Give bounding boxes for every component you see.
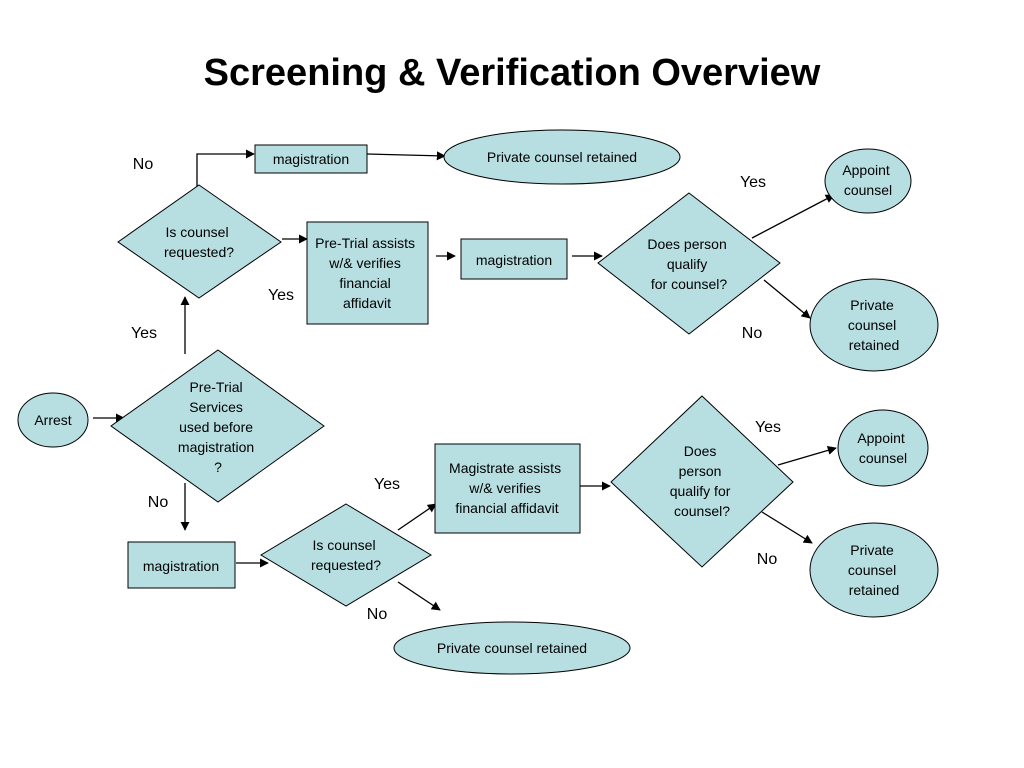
mid-magistration-box: magistration [460,238,568,280]
bottom-counsel-no-arrow [397,581,441,611]
pretrial-assists-line-2: w/& verifies [328,255,401,271]
bottom-right-private-ellipse: Private counsel retained [809,522,939,618]
bottom-appoint-line-2: counsel [859,450,907,466]
pretrial-used-line-3: used before [179,419,253,435]
svg-text:Does person qualify: Does person qualify for counsel? [647,236,730,292]
top-appoint-line-2: counsel [844,182,892,198]
top-qualify-line-3: for counsel? [651,276,727,292]
mid-magistration-label: magistration [476,252,552,268]
top-right-private-line-1: Private [850,297,894,313]
svg-text:Appoint counsel: Appoint counsel [857,430,908,466]
qualify-yes-to-appoint-arrow [751,194,835,239]
pretrial-no-label: No [148,494,169,511]
magistrate-assists-line-2: w/& verifies [468,480,541,496]
pretrial-used-line-1: Pre-Trial [189,379,242,395]
bottom-qualify-no-label: No [757,551,778,568]
bottom-qualify-line-4: counsel? [674,503,730,519]
pretrial-assists-box: Pre-Trial assists w/& verifies financial… [306,221,429,325]
bottom-private-counsel-ellipse: Private counsel retained [393,621,631,675]
pretrial-used-line-2: Services [189,399,243,415]
svg-text:Pre-Trial assists w/& ve: Pre-Trial assists w/& verifies financial… [315,235,419,311]
top-right-private-line-3: retained [849,337,900,353]
bottom-private-counsel-label: Private counsel retained [437,640,587,656]
bottom-appoint-counsel-ellipse: Appoint counsel [837,409,929,487]
pretrial-used-line-5: ? [214,459,222,475]
bottom-yes-label: Yes [374,476,400,493]
magistrate-assists-line-1: Magistrate assists [449,460,561,476]
magistrate-assists-box: Magistrate assists w/& verifies financia… [434,443,581,534]
edge-labels: No Yes Yes Yes No No Yes No Yes No [131,156,781,623]
top-no-label: No [133,156,154,173]
svg-text:Pre-Trial Services: Pre-Trial Services used before magistrat… [178,379,258,475]
bottom-qualify-yes-arrow [777,445,837,466]
top-qualify-yes-label: Yes [740,174,766,191]
top-yes-pretrial-label: Yes [268,287,294,304]
svg-text:Magistrate assists w/& v: Magistrate assists w/& verifies financia… [449,460,565,516]
bottom-magistration-box: magistration [127,541,236,589]
top-qualify-line-2: qualify [667,256,707,272]
bottom-counsel-line-2: requested? [311,557,381,573]
qualify-no-to-private-arrow [763,279,811,319]
svg-text:Does person qualif: Does person qualify for counsel? [670,443,735,519]
svg-text:Appoint counsel: Appoint counsel [842,162,893,198]
pretrial-yes-label: Yes [131,325,157,342]
magistrate-assists-line-3: financial affidavit [455,500,558,516]
top-right-private-line-2: counsel [848,317,896,333]
bottom-appoint-line-1: Appoint [857,430,905,446]
bottom-right-private-line-2: counsel [848,562,896,578]
bottom-right-private-line-3: retained [849,582,900,598]
pretrial-used-decision: Pre-Trial Services used before magistrat… [110,349,325,503]
top-qualify-no-label: No [742,325,763,342]
bottom-right-private-line-1: Private [850,542,894,558]
top-private-counsel-label: Private counsel retained [487,149,637,165]
bottom-no-label: No [367,606,388,623]
bottom-counsel-line-1: Is counsel [313,537,376,553]
top-magistration-to-private-arrow [366,151,446,161]
connectors [93,149,837,611]
bottom-qualify-yes-label: Yes [755,419,781,436]
top-no-to-magistration-arrow [196,149,255,190]
top-appoint-line-1: Appoint [842,162,890,178]
top-magistration-box: magistration [254,144,368,174]
top-counsel-requested-decision: Is counsel requested? [117,184,282,299]
pretrial-assists-line-4: affidavit [343,295,391,311]
top-does-qualify-decision: Does person qualify for counsel? [597,192,781,335]
page-title: Screening & Verification Overview [203,52,821,94]
top-private-counsel-ellipse: Private counsel retained [443,129,681,185]
top-right-private-ellipse: Private counsel retained [809,278,939,372]
pretrial-assists-line-1: Pre-Trial assists [315,235,415,251]
bottom-qualify-line-2: person [679,463,722,479]
bottom-does-qualify-decision: Does person qualify for counsel? [610,395,794,568]
svg-text:Is counsel requested?: Is counsel requested? [164,224,234,260]
bottom-qualify-no-arrow [761,511,813,544]
top-magistration-label: magistration [273,151,349,167]
bottom-magistration-label: magistration [143,558,219,574]
arrest-label: Arrest [34,412,71,428]
top-counsel-line-2: requested? [164,244,234,260]
svg-text:Is counsel requested?: Is counsel requested? [311,537,381,573]
top-counsel-line-1: Is counsel [166,224,229,240]
svg-text:Private counsel re: Private counsel retained [848,297,900,353]
top-appoint-counsel-ellipse: Appoint counsel [824,148,912,214]
svg-text:Private counsel re: Private counsel retained [848,542,900,598]
pretrial-used-line-4: magistration [178,439,254,455]
bottom-qualify-line-3: qualify for [670,483,731,499]
top-qualify-line-1: Does person [647,236,726,252]
arrest-node: Arrest [17,392,89,448]
bottom-qualify-line-1: Does [684,443,717,459]
bottom-counsel-yes-arrow [397,503,437,531]
bottom-counsel-requested-decision: Is counsel requested? [260,503,432,607]
pretrial-assists-line-3: financial [339,275,390,291]
